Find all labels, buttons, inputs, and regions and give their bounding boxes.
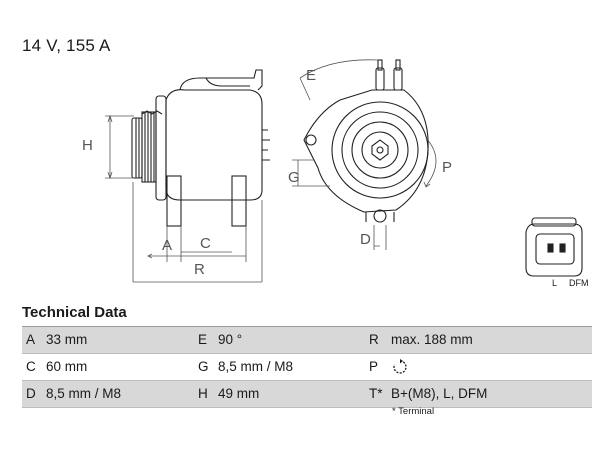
table-value: 49 mm (218, 386, 260, 401)
table-row: C 60 mm G 8,5 mm / M8 P (22, 354, 592, 380)
dim-label-p: P (442, 159, 452, 176)
table-key: E (198, 332, 208, 347)
table-value: max. 188 mm (391, 332, 473, 347)
spec-heading: 14 V, 155 A (22, 36, 111, 55)
terminal-footnote: * Terminal (392, 406, 435, 417)
alternator-technical-drawing: H A C R E G D P (82, 59, 583, 283)
dim-label-g: G (288, 169, 300, 186)
table-value: 90 ° (218, 332, 243, 347)
clockwise-rotation-icon (393, 359, 407, 374)
table-row: A 33 mm E 90 ° R max. 188 mm (22, 327, 592, 353)
dim-label-d: D (360, 231, 371, 248)
table-top-rule (22, 326, 592, 327)
table-rule (22, 353, 592, 354)
connector-view (525, 217, 583, 277)
table-key: H (198, 386, 208, 401)
table-value: 60 mm (46, 359, 88, 374)
dim-label-a: A (162, 237, 172, 254)
table-value: 33 mm (46, 332, 88, 347)
table-value: 8,5 mm / M8 (46, 386, 122, 401)
table-key: R (369, 332, 379, 347)
table-key: A (26, 332, 36, 347)
table-row: D 8,5 mm / M8 H 49 mm T* B+(M8), L, DFM (22, 381, 592, 407)
front-view (292, 59, 437, 250)
dim-label-r: R (194, 261, 205, 278)
table-key: G (198, 359, 209, 374)
dim-label-h: H (82, 137, 93, 154)
side-view (105, 69, 270, 283)
table-key: P (369, 359, 379, 374)
table-value: B+(M8), L, DFM (391, 386, 488, 401)
connector-label-dfm: DFM (569, 278, 589, 288)
table-key: D (26, 386, 36, 401)
table-key: T* (369, 386, 383, 401)
table-value: 8,5 mm / M8 (218, 359, 294, 374)
dim-label-e: E (306, 67, 316, 84)
table-rule (22, 380, 592, 381)
table-rule (22, 407, 592, 408)
connector-label-l: L (552, 278, 558, 288)
dim-label-c: C (200, 235, 211, 252)
table-key: C (26, 359, 36, 374)
technical-data-title: Technical Data (22, 304, 127, 321)
